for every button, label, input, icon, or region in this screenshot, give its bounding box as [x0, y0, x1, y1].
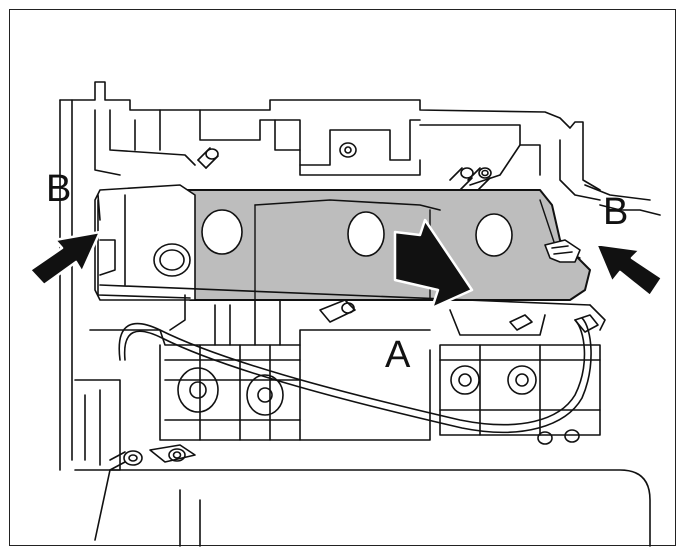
- left-bracket: [94, 184, 591, 331]
- arrow-right-b: [594, 242, 664, 298]
- lower-mechanism: [74, 299, 606, 471]
- leader-line-b-left: [97, 194, 101, 221]
- arrow-left-b: [28, 230, 102, 287]
- callout-b-left: B: [46, 168, 72, 210]
- callout-b-right: B: [603, 191, 629, 233]
- arrow-a: [393, 218, 474, 310]
- highlighted-cover-a: [184, 189, 591, 301]
- bottom-panel: [94, 429, 651, 547]
- top-posts: [197, 142, 492, 191]
- callout-a: A: [385, 334, 411, 376]
- cable-harness: [118, 314, 599, 434]
- chassis-outline: [59, 81, 661, 471]
